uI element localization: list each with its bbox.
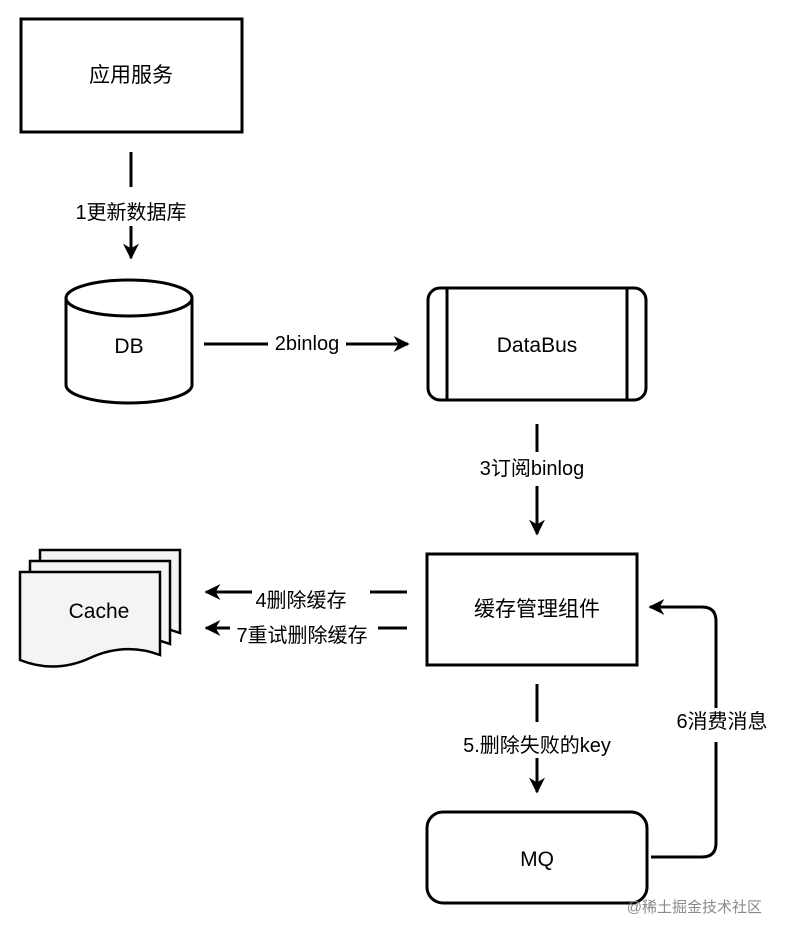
edge-retry-delete-cache: 7重试删除缓存	[204, 620, 407, 647]
cache-manager-node: 缓存管理组件	[425, 552, 639, 667]
edge-update-db: 1更新数据库	[75, 152, 187, 260]
edge-update-db-label: 1更新数据库	[75, 201, 186, 224]
edge-delete-failed-key-label: 5.删除失败的key	[463, 734, 611, 757]
databus-label: DataBus	[497, 334, 578, 357]
app-service-node: 应用服务	[19, 17, 244, 134]
edge-binlog-label: 2binlog	[275, 333, 340, 355]
edge-delete-cache: 4删除缓存	[204, 584, 407, 612]
db-node: DB	[64, 278, 194, 405]
edge-retry-delete-cache-label: 7重试删除缓存	[236, 624, 367, 647]
watermark: @稀土掘金技术社区	[627, 899, 762, 916]
databus-node: DataBus	[426, 286, 648, 402]
app-service-label: 应用服务	[89, 64, 173, 87]
edge-binlog: 2binlog	[204, 333, 410, 355]
edge-consume-message: 6消费消息	[648, 599, 768, 859]
cache-node: Cache	[18, 548, 182, 668]
edge-consume-message-label: 6消费消息	[676, 710, 767, 733]
cache-manager-label: 缓存管理组件	[474, 598, 600, 621]
mq-label: MQ	[520, 848, 554, 871]
edge-subscribe-binlog-label: 3订阅binlog	[480, 457, 585, 480]
mq-node: MQ	[425, 810, 649, 905]
cache-label: Cache	[69, 600, 130, 623]
edge-delete-failed-key: 5.删除失败的key	[463, 684, 611, 794]
db-label: DB	[114, 335, 143, 358]
edge-subscribe-binlog: 3订阅binlog	[480, 424, 585, 536]
edge-delete-cache-label: 4删除缓存	[255, 589, 346, 612]
